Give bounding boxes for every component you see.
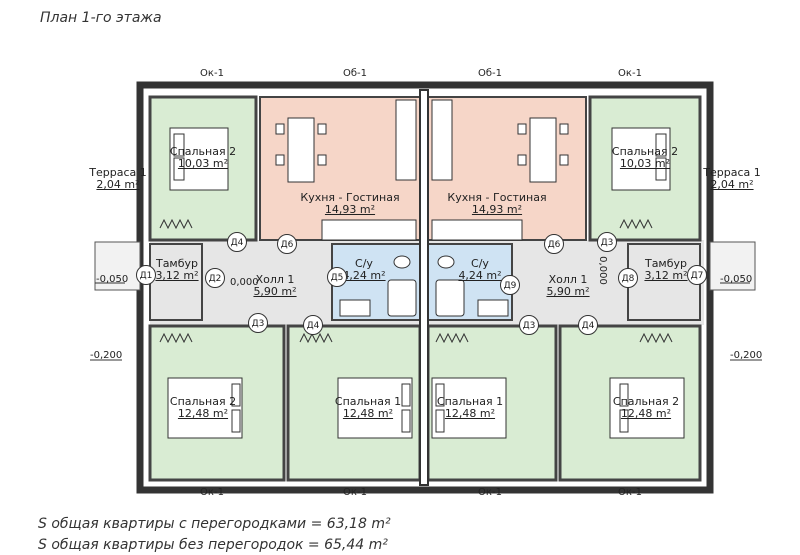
room-name: Холл 1 (255, 273, 295, 286)
room-area: 5,90 m² (546, 285, 590, 298)
room-name: Тамбур (644, 257, 688, 270)
door-tag: Д8 (618, 268, 638, 288)
window-label: Ок-1 (618, 487, 642, 498)
door-tag: Д9 (500, 275, 520, 295)
room-area: 2,04 m² (96, 178, 140, 191)
level-label: 0,000 (596, 256, 608, 285)
room-area: 4,24 m² (458, 269, 502, 282)
door-tag: Д3 (519, 315, 539, 335)
vestibule-left (149, 243, 203, 321)
level-label: -0,200 (90, 350, 123, 361)
room-name: С/у (355, 257, 373, 270)
room-name: Терраса 1 (703, 166, 761, 179)
room-label-bath-right: С/у 4,24 m² (458, 258, 501, 282)
plan-title: План 1-го этажа (40, 10, 162, 26)
room-name: Холл 1 (548, 273, 588, 286)
counter-icon (321, 99, 523, 241)
room-label-bedroom2-left-bottom: Спальная 2 12,48 m² (170, 396, 236, 420)
vestibule-right (627, 243, 701, 321)
area-with-partitions: S общая квартиры с перегородками = 63,18… (38, 516, 391, 532)
door-tag: Д5 (327, 267, 347, 287)
room-name: Тамбур (155, 257, 199, 270)
room-area: 12,48 m² (620, 407, 672, 420)
room-label-bedroom2-left-top: Спальная 2 10,03 m² (170, 146, 236, 170)
door-tag: Д4 (227, 232, 247, 252)
door-tag: Д7 (687, 265, 707, 285)
door-tag: Д3 (597, 232, 617, 252)
door-tag: Д4 (303, 315, 323, 335)
room-area: 14,93 m² (471, 203, 523, 216)
window-label: Ок-1 (618, 68, 642, 79)
room-area: 12,48 m² (342, 407, 394, 420)
room-label-kitchen-right: Кухня - Гостиная 14,93 m² (447, 192, 546, 216)
room-label-bedroom2-right-bottom: Спальная 2 12,48 m² (613, 396, 679, 420)
level-label: 0,000 (230, 277, 259, 288)
door-tag: Д1 (136, 265, 156, 285)
room-label-terrace-left: Терраса 1 2,04 m² (89, 167, 146, 191)
door-tag: Д2 (205, 268, 225, 288)
room-name: Спальная 2 (612, 395, 680, 408)
table-icon (275, 117, 569, 183)
bath-fixtures (339, 255, 509, 317)
room-name: Спальная 2 (169, 145, 237, 158)
room-area: 12,48 m² (177, 407, 229, 420)
room-label-terrace-right: Терраса 1 2,04 m² (703, 167, 760, 191)
door-tag: Д6 (277, 234, 297, 254)
room-area: 14,93 m² (324, 203, 376, 216)
party-wall (419, 89, 429, 486)
area-without-partitions: S общая квартиры без перегородок = 65,44… (38, 537, 388, 553)
room-label-kitchen-left: Кухня - Гостиная 14,93 m² (300, 192, 399, 216)
room-area: 3,12 m² (644, 269, 688, 282)
room-area: 2,04 m² (710, 178, 754, 191)
window-label: Ок-1 (478, 487, 502, 498)
bed-icon-bottom (167, 377, 685, 439)
window-label: Ок-1 (200, 68, 224, 79)
door-tag: Д6 (544, 234, 564, 254)
room-label-bath-left: С/у 4,24 m² (342, 258, 385, 282)
room-name: Кухня - Гостиная (300, 191, 400, 204)
level-label: -0,200 (730, 350, 763, 361)
terrace-right (709, 241, 756, 291)
room-area: 10,03 m² (619, 157, 671, 170)
window-label: Об-1 (477, 68, 503, 79)
room-name: Спальная 1 (436, 395, 504, 408)
room-label-hall-left: Холл 1 5,90 m² (253, 274, 296, 298)
room-label-bedroom1-left-bottom: Спальная 1 12,48 m² (335, 396, 401, 420)
room-label-bedroom2-right-top: Спальная 2 10,03 m² (612, 146, 678, 170)
room-area: 4,24 m² (342, 269, 386, 282)
kitchen-left (259, 96, 421, 241)
door-tag: Д3 (248, 313, 268, 333)
room-name: Спальная 1 (334, 395, 402, 408)
room-label-vestibule-right: Тамбур 3,12 m² (644, 258, 687, 282)
room-area: 10,03 m² (177, 157, 229, 170)
room-label-hall-right: Холл 1 5,90 m² (546, 274, 589, 298)
window-label: Об-1 (342, 68, 368, 79)
level-label: -0,050 (96, 274, 129, 285)
radiator-icon (159, 218, 673, 344)
room-name: С/у (471, 257, 489, 270)
level-markers (90, 282, 762, 361)
room-name: Кухня - Гостиная (447, 191, 547, 204)
kitchen-right (427, 96, 587, 241)
room-label-bedroom1-right-bottom: Спальная 1 12,48 m² (437, 396, 503, 420)
terrace-left (94, 241, 141, 291)
room-area: 3,12 m² (155, 269, 199, 282)
room-area: 12,48 m² (444, 407, 496, 420)
window-label: Ок-1 (343, 487, 367, 498)
room-area: 5,90 m² (253, 285, 297, 298)
room-name: Спальная 2 (611, 145, 679, 158)
room-name: Спальная 2 (169, 395, 237, 408)
room-label-vestibule-left: Тамбур 3,12 m² (155, 258, 198, 282)
level-label: -0,050 (720, 274, 753, 285)
window-label: Ок-1 (200, 487, 224, 498)
bed-icon (169, 127, 671, 191)
door-tag: Д4 (578, 315, 598, 335)
room-name: Терраса 1 (89, 166, 147, 179)
